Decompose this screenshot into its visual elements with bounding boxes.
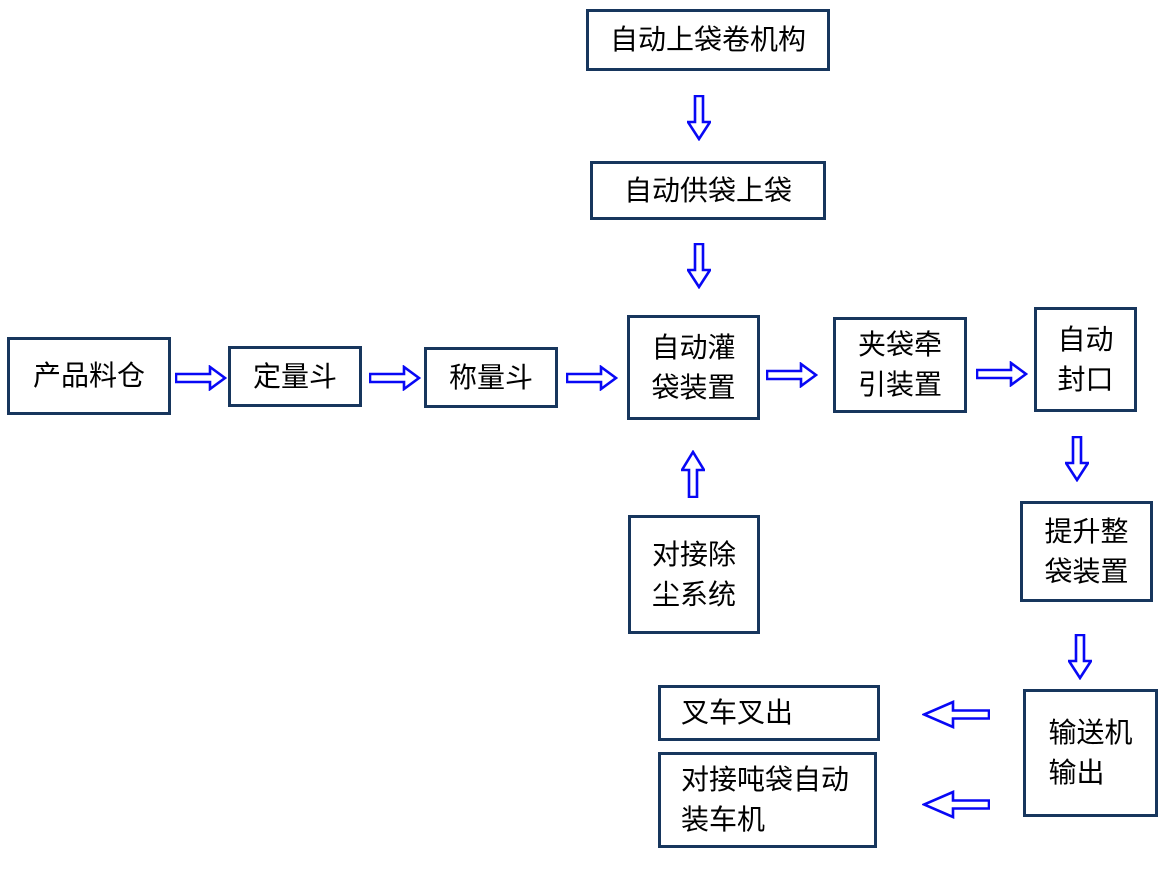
node-conveyor-output: 输送机 输出 [1023,689,1158,817]
node-label: 提升整 袋装置 [1044,514,1129,588]
node-weighing-hopper: 称量斗 [424,347,558,408]
node-forklift-out: 叉车叉出 [658,685,880,741]
arrow-down-icon [687,95,711,141]
node-label: 自动上袋卷机构 [609,23,806,56]
node-label: 产品料仓 [32,359,145,392]
node-auto-sealing: 自动 封口 [1034,307,1137,412]
node-product-silo: 产品料仓 [7,337,171,415]
node-dust-removal-system: 对接除 尘系统 [628,515,760,634]
arrow-left-icon [922,790,990,819]
arrow-left-icon [922,700,990,729]
node-ton-bag-auto-truck-loader: 对接吨袋自动 装车机 [658,752,877,848]
arrow-down-icon [687,243,711,289]
arrow-up-icon [681,450,705,498]
arrow-right-icon [976,361,1028,387]
node-label: 称量斗 [448,360,533,394]
arrow-down-icon [1065,436,1089,482]
node-whole-bag-lifting-device: 提升整 袋装置 [1020,501,1153,602]
node-auto-bag-roll-mechanism: 自动上袋卷机构 [586,9,830,71]
node-label: 叉车叉出 [681,696,794,729]
node-label: 对接除 尘系统 [651,537,736,611]
node-auto-bag-filling-device: 自动灌 袋装置 [627,315,760,420]
node-label: 自动供袋上袋 [623,173,792,207]
node-label: 对接吨袋自动 装车机 [681,763,850,836]
node-label: 自动灌 袋装置 [651,330,736,404]
node-label: 夹袋牵 引装置 [857,328,942,401]
node-bag-clamp-traction-device: 夹袋牵 引装置 [833,317,967,413]
node-quantitative-hopper: 定量斗 [228,346,362,407]
arrow-down-icon [1068,634,1092,680]
node-label: 自动 封口 [1057,322,1114,396]
node-auto-bag-supply: 自动供袋上袋 [590,161,826,220]
arrow-right-icon [566,365,618,391]
arrow-right-icon [766,362,818,388]
node-label: 定量斗 [252,359,337,393]
arrow-right-icon [175,365,227,391]
arrow-right-icon [369,365,421,391]
node-label: 输送机 输出 [1048,716,1133,789]
